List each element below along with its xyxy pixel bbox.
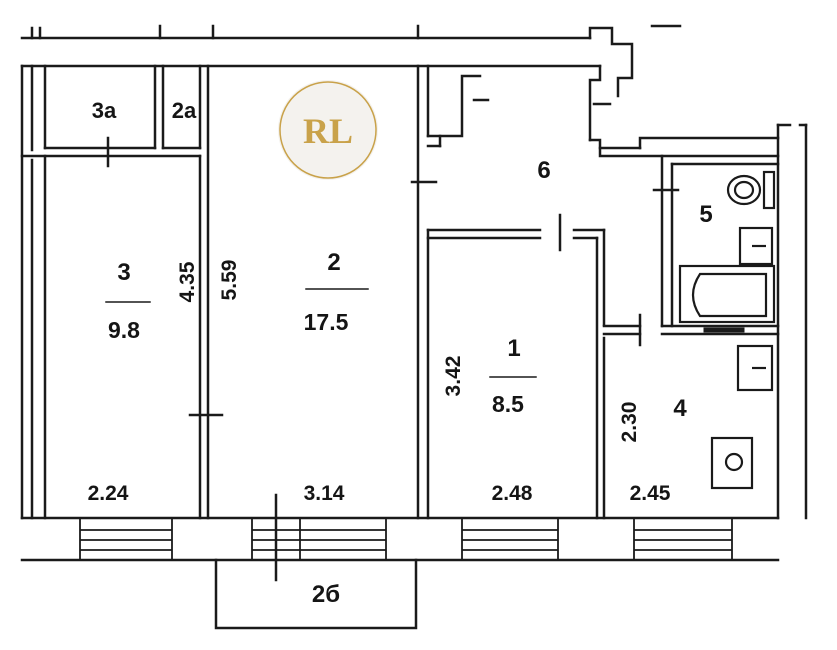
outer-walls — [20, 24, 808, 562]
bath-sink — [738, 226, 774, 266]
room-3a-number: 3а — [92, 98, 117, 123]
room-2-width: 3.14 — [304, 482, 345, 505]
window-room-3 — [79, 518, 173, 560]
toilet-tank — [762, 170, 776, 210]
room-3-area: 9.8 — [108, 317, 140, 343]
room-2-length: 5.59 — [218, 260, 241, 301]
room-labels: 3а 2а 3 9.8 4.35 2.24 2 17.5 5.59 3.14 1… — [88, 98, 713, 608]
window-room-2 — [251, 493, 387, 582]
room-1-area: 8.5 — [492, 391, 524, 417]
room-2a-number: 2а — [172, 98, 197, 123]
room-4-width: 2.45 — [630, 482, 671, 505]
room-1-number: 1 — [507, 335, 520, 362]
rl-logo: RL — [278, 80, 378, 180]
stove — [710, 436, 754, 490]
room-3-number: 3 — [117, 259, 130, 286]
room-2-number: 2 — [327, 249, 340, 276]
balcony-number: 2б — [312, 581, 340, 608]
logo-text: RL — [303, 111, 353, 151]
room-5-number: 5 — [699, 201, 712, 228]
room-2-area: 17.5 — [304, 309, 349, 335]
room-1-width: 2.48 — [492, 482, 533, 505]
balcony — [214, 558, 418, 630]
room-6-number: 6 — [537, 157, 550, 184]
bathroom-fixtures — [678, 170, 776, 490]
room-3-length: 4.35 — [176, 261, 199, 302]
toilet-bowl — [726, 174, 762, 206]
windows — [79, 493, 733, 582]
window-room-1 — [461, 518, 559, 560]
room-1-length: 3.42 — [442, 356, 465, 397]
room-4-length: 2.30 — [618, 402, 641, 443]
room-3-width: 2.24 — [88, 482, 129, 505]
bathtub — [678, 264, 776, 324]
kitchen-sink — [736, 344, 774, 392]
interior-walls — [20, 64, 780, 520]
room-4-number: 4 — [673, 395, 687, 422]
window-room-4 — [633, 518, 733, 560]
